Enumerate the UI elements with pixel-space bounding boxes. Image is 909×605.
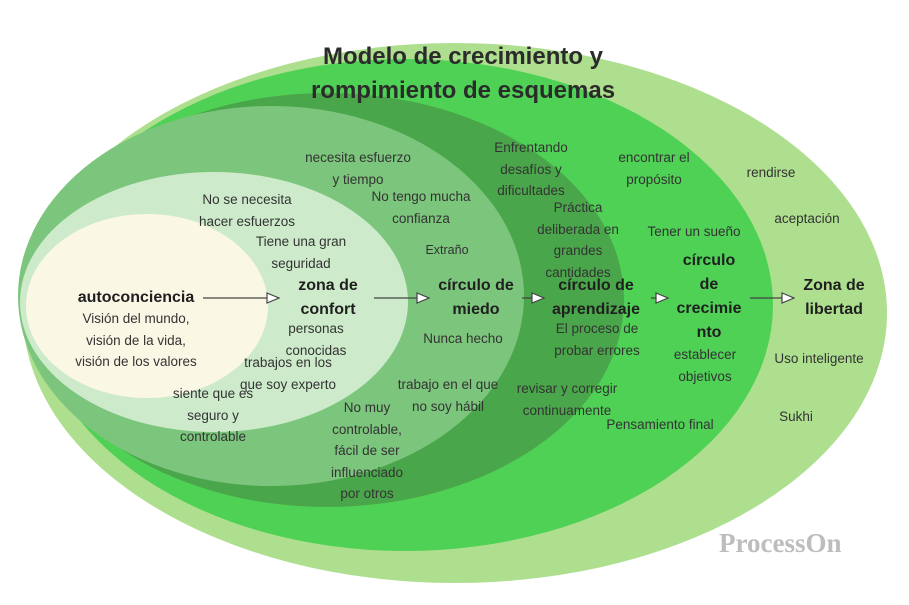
confort-note-personas: personas conocidas <box>286 318 347 361</box>
label-line: zona de <box>298 277 358 294</box>
confort-note-seguridad: Tiene una gran seguridad <box>256 231 346 274</box>
note-line: cantidades <box>545 264 611 280</box>
confort-note-controlable: siente que es seguro y controlable <box>173 383 253 448</box>
crecimiento-note-pensamiento: Pensamiento final <box>606 417 714 432</box>
note-line: dificultades <box>497 183 565 198</box>
note-line: encontrar el <box>618 150 690 165</box>
note-line: grandes <box>553 243 603 258</box>
label-line: libertad <box>805 301 863 318</box>
title-line-2: rompimiento de esquemas <box>310 77 616 104</box>
note-line: controlable <box>179 429 247 444</box>
note-line: conocidas <box>285 342 347 358</box>
miedo-note-nunca: Nunca hecho <box>423 331 503 346</box>
note-line: No tengo mucha <box>371 189 471 204</box>
note-line: deliberada en <box>537 221 619 237</box>
note-line: continuamente <box>522 402 612 418</box>
confort-note-experto: trabajos en los que soy experto <box>240 352 336 395</box>
note-line: siente que es <box>172 386 254 401</box>
note-line: trabajo en el que <box>397 377 499 392</box>
zone-crecimiento-label: círculo de crecimie nto <box>677 249 742 345</box>
note-line: visión de la vida, <box>86 332 186 348</box>
note-line: seguridad <box>271 255 331 271</box>
crecimiento-note-objetivos: establecer objetivos <box>674 344 736 387</box>
label-line: miedo <box>452 301 500 318</box>
note-line: objetivos <box>678 368 732 384</box>
zone-autoconciencia-label: autoconciencia <box>77 289 195 306</box>
note-line: establecer <box>673 347 737 362</box>
note-line: influenciado <box>330 464 404 480</box>
note-line: revisar y corregir <box>516 381 618 396</box>
note-line: No muy <box>343 400 391 415</box>
miedo-note-no-habil: trabajo en el que no soy hábil <box>398 374 499 417</box>
label-line: círculo <box>682 252 736 269</box>
crecimiento-note-sueno: Tener un sueño <box>647 224 741 239</box>
zone-miedo-label: círculo de miedo <box>438 274 514 322</box>
note-line: Práctica <box>553 200 603 215</box>
zone-confort-label: zona de confort <box>298 274 358 322</box>
libertad-note-sukhi: Sukhi <box>779 409 813 424</box>
note-line: necesita esfuerzo <box>305 150 411 165</box>
label-line: Zona de <box>803 277 865 294</box>
libertad-note-rendirse: rendirse <box>746 165 796 180</box>
note-line: probar errores <box>554 342 640 358</box>
aprendizaje-note-practica: Práctica deliberada en grandes cantidade… <box>537 197 619 283</box>
note-line: Visión del mundo, <box>82 311 190 326</box>
miedo-note-extrano: Extraño <box>425 243 469 257</box>
label-line: círculo de <box>558 277 634 294</box>
zone-aprendizaje-label: círculo de aprendizaje <box>552 274 640 322</box>
note-line: Tiene una gran <box>255 234 347 249</box>
note-line: por otros <box>340 486 394 501</box>
title-line-1: Modelo de crecimiento y <box>322 43 604 70</box>
note-line: trabajos en los <box>244 355 332 370</box>
label-line: aprendizaje <box>551 301 641 318</box>
note-line: hacer esfuerzos <box>198 213 296 229</box>
zone-libertad-label: Zona de libertad <box>803 274 864 322</box>
autoconciencia-notes: Visión del mundo, visión de la vida, vis… <box>75 308 197 373</box>
label-line: nto <box>696 324 722 341</box>
note-line: y tiempo <box>332 171 384 187</box>
aprendizaje-note-revisar: revisar y corregir continuamente <box>517 378 618 421</box>
note-line: controlable, <box>332 421 402 437</box>
note-line: No se necesita <box>202 192 292 207</box>
label-line: de <box>699 276 719 293</box>
note-line: confianza <box>392 210 450 226</box>
processon-watermark: ProcessOn <box>719 528 842 558</box>
zone-autoconciencia-ellipse <box>26 214 268 398</box>
label-line: crecimie <box>676 300 742 317</box>
note-line: visión de los valores <box>75 354 197 369</box>
note-line: desafíos y <box>500 161 562 177</box>
note-line: El proceso de <box>555 321 639 336</box>
note-line: que soy experto <box>239 376 337 392</box>
miedo-note-influenciado: No muy controlable, fácil de ser influen… <box>331 397 403 505</box>
miedo-note-esfuerzo: necesita esfuerzo y tiempo <box>305 147 411 190</box>
aprendizaje-note-desafios: Enfrentando desafíos y dificultades <box>494 137 568 202</box>
confort-note-esfuerzos: No se necesita hacer esfuerzos <box>199 189 295 232</box>
note-line: no soy hábil <box>411 398 485 414</box>
miedo-note-confianza: No tengo mucha confianza <box>371 186 470 229</box>
note-line: Enfrentando <box>494 140 568 155</box>
libertad-note-uso-inteligente: Uso inteligente <box>774 351 864 366</box>
label-line: círculo de <box>438 277 514 294</box>
note-line: fácil de ser <box>334 443 400 458</box>
crecimiento-note-proposito: encontrar el propósito <box>618 147 689 190</box>
libertad-note-aceptacion: aceptación <box>774 211 840 226</box>
note-line: propósito <box>626 171 682 187</box>
label-line: confort <box>300 301 356 318</box>
note-line: seguro y <box>187 407 239 423</box>
note-line: personas <box>288 321 344 336</box>
aprendizaje-note-errores: El proceso de probar errores <box>554 318 640 361</box>
diagram-title: Modelo de crecimiento y rompimiento de e… <box>311 40 615 108</box>
